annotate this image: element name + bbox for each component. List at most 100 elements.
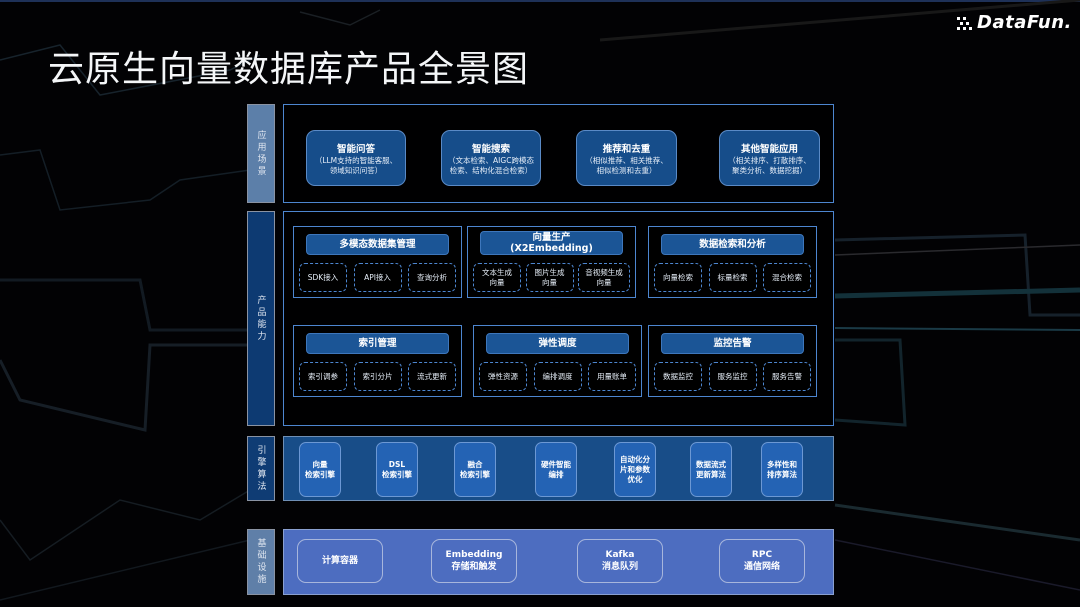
- engine-card-line: 检索引擎: [460, 469, 490, 479]
- engine-card-line: 编排: [548, 469, 564, 479]
- chip[interactable]: 流式更新: [408, 362, 456, 391]
- engine-card-line: 自动化分: [620, 454, 650, 464]
- group-title[interactable]: 弹性调度: [486, 333, 629, 354]
- chip[interactable]: 数据监控: [654, 362, 702, 391]
- engine-card-line: 向量: [312, 459, 328, 469]
- group-elastic-scheduling: 弹性调度 弹性资源 编排调度 用量账单: [473, 325, 642, 397]
- app-card-desc: 领域知识问答）: [329, 165, 383, 175]
- bg-line: [834, 233, 1080, 317]
- app-card-title: 推荐和去重: [602, 143, 651, 155]
- chip[interactable]: 弹性资源: [479, 362, 527, 391]
- chip[interactable]: 图片生成向量: [525, 263, 574, 292]
- engine-card-line: 融合: [467, 459, 483, 469]
- group-title[interactable]: 多模态数据集管理: [306, 234, 449, 255]
- chip[interactable]: 混合检索: [763, 263, 811, 292]
- group-title[interactable]: 数据检索和分析: [661, 234, 804, 255]
- infra-card-line: Kafka: [605, 550, 635, 560]
- group-vector-production: 向量生产 (X2Embedding) 文本生成向量 图片生成向量 音视频生成向量: [467, 226, 636, 298]
- app-card-search[interactable]: 智能搜索 （文本检索、AIGC跨模态 检索、结构化混合检索）: [441, 130, 541, 186]
- infra-card-line: Embedding: [445, 550, 503, 560]
- chip-line: 向量: [596, 277, 612, 287]
- app-card-desc: （相关排序、打散排序、: [728, 155, 811, 165]
- chip[interactable]: 音视频生成向量: [578, 263, 630, 292]
- chip[interactable]: 服务监控: [708, 362, 757, 391]
- chip[interactable]: 标量检索: [708, 263, 757, 292]
- engine-card-line: 检索引擎: [305, 469, 335, 479]
- layer-label-product: 产品能力: [247, 211, 275, 426]
- chip[interactable]: 用量账单: [588, 362, 636, 391]
- bg-line: [0, 489, 251, 562]
- chip[interactable]: SDK接入: [299, 263, 347, 292]
- product-layer: 多模态数据集管理 SDK接入 API接入 查询分析 向量生产 (X2Embedd…: [283, 211, 834, 426]
- chip[interactable]: 索引调参: [299, 362, 347, 391]
- app-card-desc: 聚类分析、数据挖掘）: [732, 165, 807, 175]
- chip[interactable]: 索引分片: [353, 362, 402, 391]
- bg-line: [834, 287, 1080, 299]
- app-card-desc: 相似检测和去重）: [596, 165, 657, 175]
- group-monitoring-alerts: 监控告警 数据监控 服务监控 服务告警: [648, 325, 817, 397]
- engine-card-line: DSL: [388, 459, 406, 469]
- layer-label-infra: 基础设施: [247, 529, 275, 595]
- engine-card[interactable]: 数据流式更新算法: [690, 442, 732, 497]
- chip-line: 向量: [489, 277, 505, 287]
- chip[interactable]: 查询分析: [408, 263, 456, 292]
- bg-line: [834, 327, 1080, 331]
- bg-line: [834, 338, 907, 427]
- app-card-other[interactable]: 其他智能应用 （相关排序、打散排序、 聚类分析、数据挖掘）: [719, 130, 820, 186]
- group-title[interactable]: 向量生产 (X2Embedding): [480, 231, 623, 255]
- layer-label-engine: 引擎算法: [247, 436, 275, 501]
- engine-card[interactable]: 多样性和排序算法: [761, 442, 803, 497]
- bg-line: [834, 503, 1080, 542]
- engine-card[interactable]: 自动化分片和参数优化: [614, 442, 656, 497]
- chip[interactable]: 文本生成向量: [473, 263, 521, 292]
- infra-card-line: 消息队列: [601, 562, 638, 572]
- bg-line: [0, 149, 251, 211]
- engine-card-line: 更新算法: [696, 469, 726, 479]
- layer-label-application: 应用场景: [247, 104, 275, 203]
- engine-card[interactable]: 硬件智能编排: [535, 442, 577, 497]
- infra-card[interactable]: 计算容器: [297, 539, 383, 583]
- infra-card[interactable]: Embedding 存储和触发: [431, 539, 517, 583]
- infra-card-line: 计算容器: [321, 556, 358, 566]
- group-index-management: 索引管理 索引调参 索引分片 流式更新: [293, 325, 462, 397]
- group-multimodal-dataset: 多模态数据集管理 SDK接入 API接入 查询分析: [293, 226, 462, 298]
- app-card-recommend[interactable]: 推荐和去重 （相似推荐、相关推荐、 相似检测和去重）: [576, 130, 677, 186]
- bg-line: [834, 244, 1080, 256]
- group-title[interactable]: 监控告警: [661, 333, 804, 354]
- engine-card-line: 多样性和: [767, 459, 797, 469]
- chip-line: 文本生成: [482, 267, 512, 277]
- engine-card-line: 检索引擎: [382, 469, 412, 479]
- engine-card-line: 片和参数: [620, 464, 650, 474]
- bg-line: [0, 539, 251, 601]
- chip[interactable]: 向量检索: [654, 263, 702, 292]
- chip[interactable]: API接入: [353, 263, 402, 292]
- group-title-line2: (X2Embedding): [510, 243, 593, 254]
- group-title-line1: 向量生产: [532, 232, 571, 243]
- chip[interactable]: 编排调度: [533, 362, 582, 391]
- page-title: 云原生向量数据库产品全景图: [48, 49, 530, 90]
- infra-card-line: 通信网络: [743, 562, 780, 572]
- group-title[interactable]: 索引管理: [306, 333, 449, 354]
- app-card-title: 智能问答: [336, 143, 375, 155]
- engine-card-line: 硬件智能: [541, 459, 571, 469]
- top-accent-bar: [0, 0, 1080, 2]
- chip-line: 向量: [542, 277, 557, 287]
- engine-card[interactable]: 向量检索引擎: [299, 442, 341, 497]
- infra-card[interactable]: Kafka 消息队列: [577, 539, 663, 583]
- infra-card-line: 存储和触发: [451, 562, 497, 572]
- app-card-desc: （文本检索、AIGC跨模态: [448, 155, 534, 165]
- app-card-qa[interactable]: 智能问答 （LLM支持的智能客服、 领域知识问答）: [306, 130, 406, 186]
- engine-card[interactable]: 融合检索引擎: [454, 442, 496, 497]
- app-card-desc: （相似推荐、相关推荐、: [585, 155, 668, 165]
- engine-card-line: 优化: [627, 474, 643, 484]
- logo-text: DataFun.: [977, 12, 1072, 33]
- bg-line: [299, 9, 381, 26]
- logo-dots-icon: [955, 14, 977, 32]
- chip[interactable]: 服务告警: [763, 362, 811, 391]
- app-card-desc: 检索、结构化混合检索）: [449, 165, 533, 175]
